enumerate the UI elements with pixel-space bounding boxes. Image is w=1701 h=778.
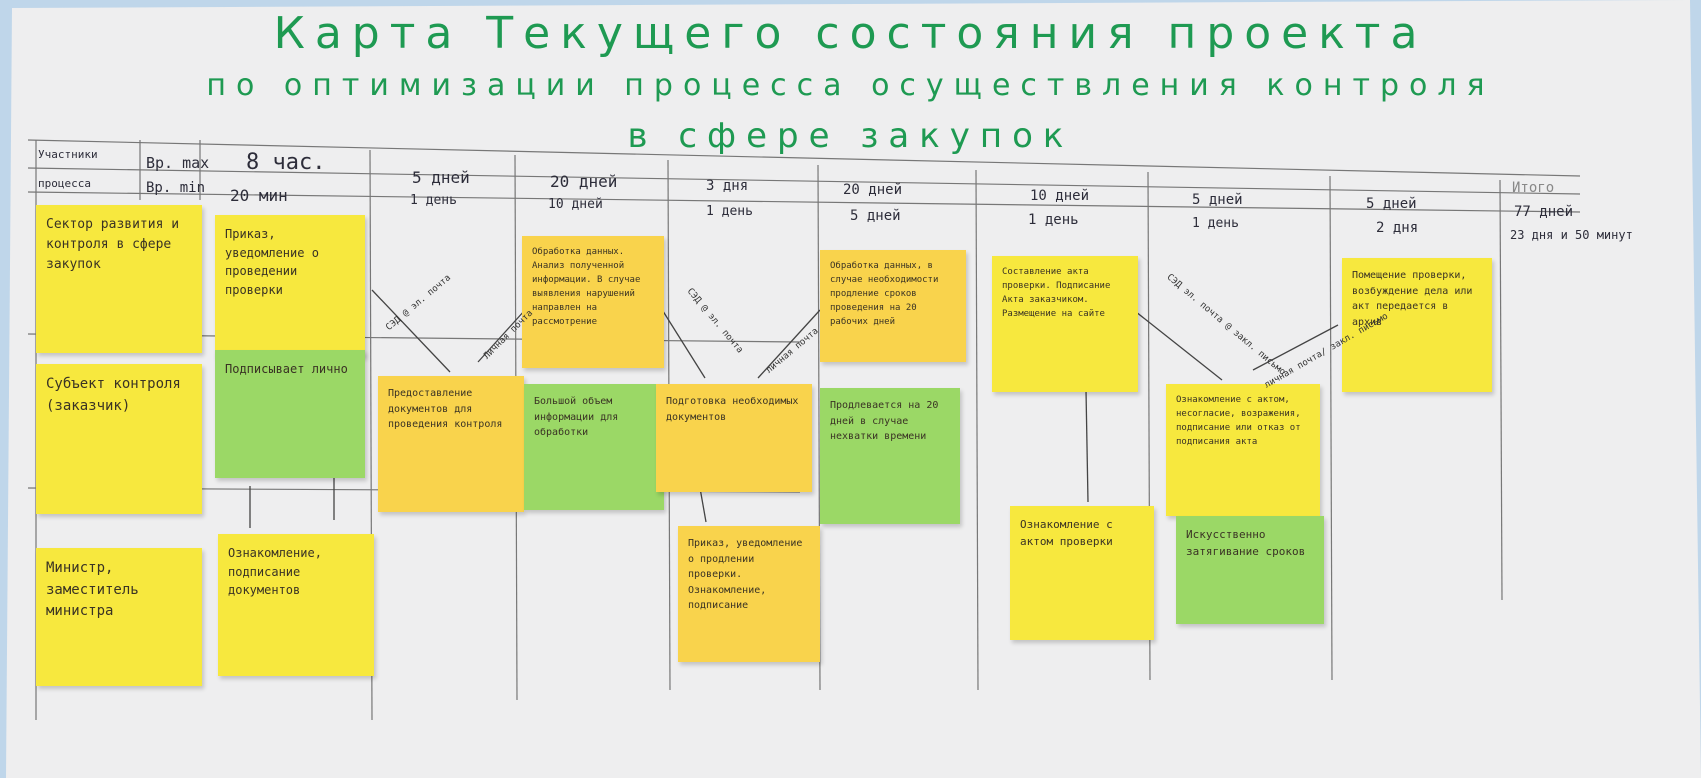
col-7-max: 5 дней (1192, 192, 1243, 208)
time-min-label: Вр. min (146, 180, 206, 196)
flow-arrows (249, 289, 1339, 528)
note-order-notification: Приказ, уведомление о проведении проверк… (215, 215, 365, 357)
col-8-max: 5 дней (1366, 196, 1417, 212)
note-data-processing: Обработка данных. Анализ полученной инфо… (522, 236, 664, 368)
col-6-max: 10 дней (1030, 188, 1090, 204)
itogo-label: Итого (1512, 180, 1555, 196)
title-line-1: Карта Текущего состояния проекта (273, 8, 1428, 59)
col-6-min: 1 день (1028, 212, 1079, 228)
col-1-min: 20 мин (230, 186, 288, 205)
note-inspection-act: Составление акта проверки. Подписание Ак… (992, 256, 1138, 392)
col-4-min: 1 день (706, 204, 753, 219)
note-artificial-delay: Искусственно затягивание сроков (1176, 516, 1324, 624)
itogo-max: 77 дней (1514, 204, 1574, 220)
note-large-volume: Большой объем информации для обработки (524, 384, 664, 510)
col-1-max: 8 час. (246, 150, 326, 175)
note-act-objections: Ознакомление с актом, несогласие, возраж… (1166, 384, 1320, 516)
note-closing-archive: Помещение проверки, возбуждение дела или… (1342, 258, 1492, 392)
col-8-min: 2 дня (1376, 220, 1419, 236)
col-2-max: 5 дней (412, 168, 470, 187)
title-line-2: по оптимизации процесса осуществления ко… (206, 68, 1495, 103)
note-prepare-docs: Подготовка необходимых документов (656, 384, 812, 492)
note-signs-personally: Подписывает лично (215, 350, 365, 478)
note-extended-20-days: Продлевается на 20 дней в случае нехватк… (820, 388, 960, 524)
itogo-min: 23 дня и 50 минут (1510, 228, 1633, 242)
col-5-max: 20 дней (843, 182, 903, 198)
time-max-label: Вр. max (146, 154, 210, 172)
process-label: процесса (38, 177, 91, 190)
role-note-sector: Сектор развития и контроля в сфере закуп… (36, 205, 202, 353)
note-provide-docs: Предоставление документов для проведения… (378, 376, 524, 512)
note-acquaint-act: Ознакомление с актом проверки (1010, 506, 1154, 640)
note-extension-order: Приказ, уведомление о продлении проверки… (678, 526, 820, 662)
note-extension-processing: Обработка данных, в случае необходимости… (820, 250, 966, 362)
participants-label: Участники (38, 148, 98, 161)
col-5-min: 5 дней (850, 208, 901, 224)
col-4-max: 3 дня (706, 178, 749, 194)
col-2-min: 1 день (410, 193, 457, 208)
title-line-3: в сфере закупок (627, 116, 1074, 156)
col-3-min: 10 дней (548, 197, 603, 212)
role-note-subject: Субъект контроля (заказчик) (36, 364, 202, 514)
role-note-minister: Министр, заместитель министра (36, 548, 202, 686)
note-acquaint-sign-docs: Ознакомление, подписание документов (218, 534, 374, 676)
col-7-min: 1 день (1192, 216, 1239, 231)
col-3-max: 20 дней (550, 172, 618, 191)
